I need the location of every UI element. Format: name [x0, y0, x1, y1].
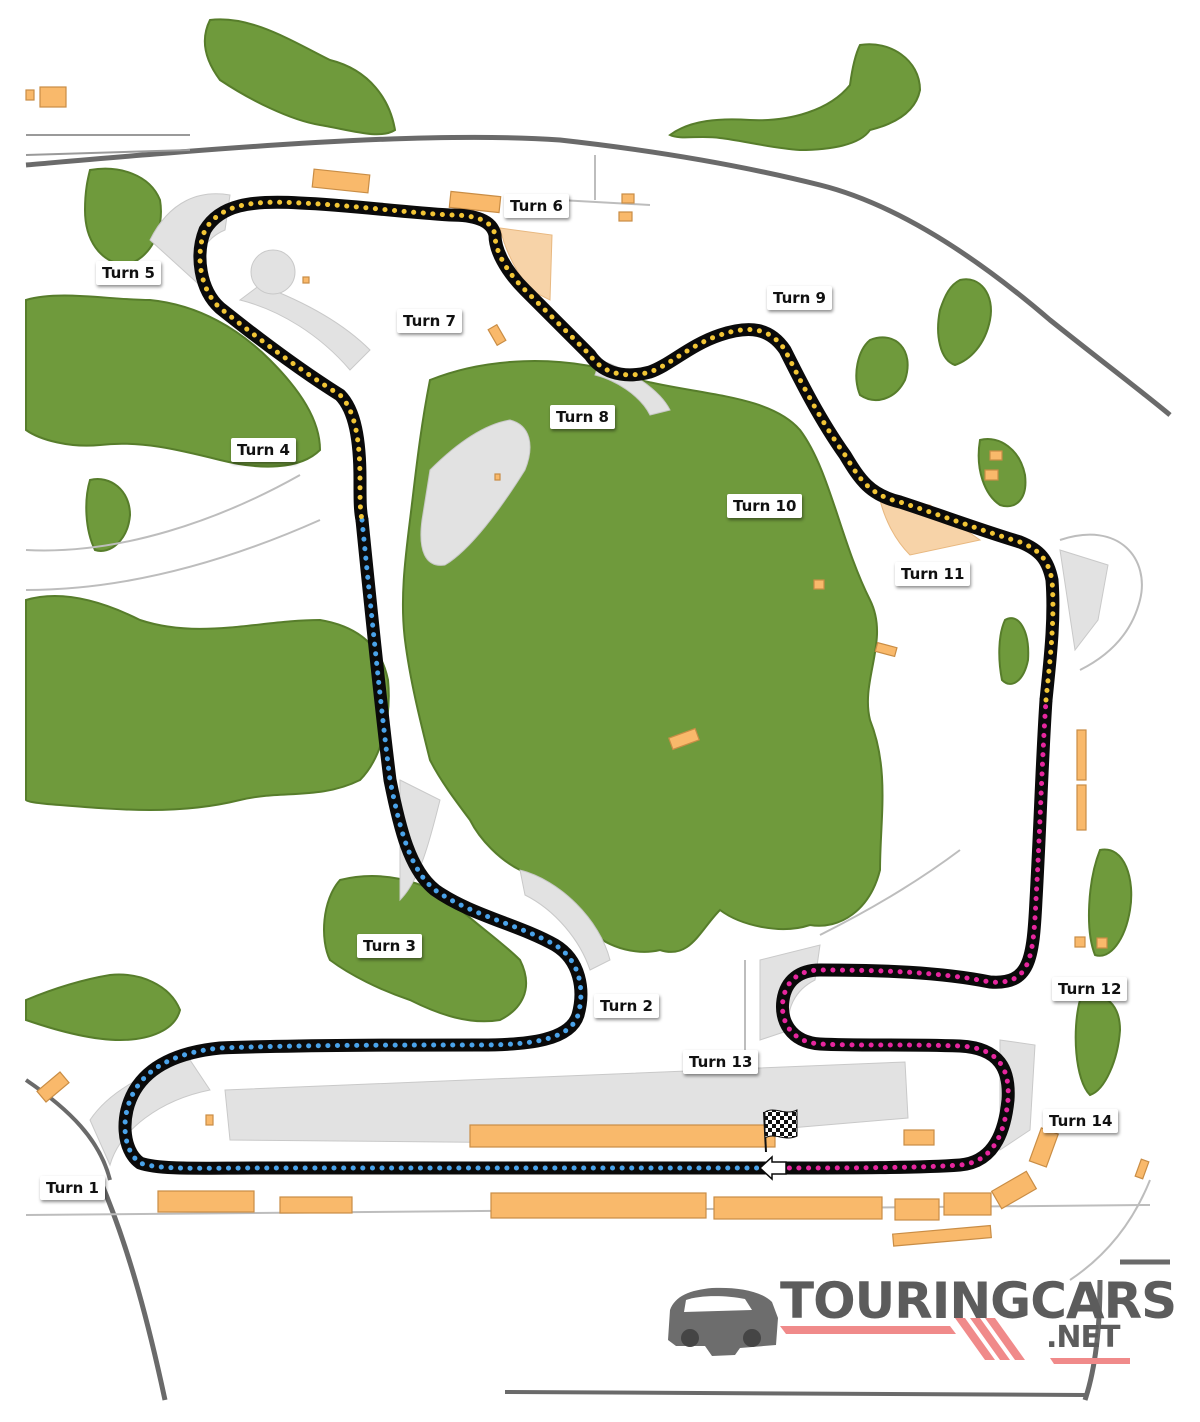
- touringcars-logo: TOURINGCARS .NET: [668, 1268, 1177, 1378]
- car-icon: [668, 1287, 778, 1356]
- turn-9-label: Turn 9: [767, 286, 832, 310]
- direction-arrow-icon: [758, 1155, 787, 1181]
- turn-8-label: Turn 8: [550, 405, 615, 429]
- turn-13-label: Turn 13: [683, 1050, 759, 1074]
- logo-stripes: [780, 1318, 1130, 1364]
- turn-11-label: Turn 11: [895, 562, 971, 586]
- buildings: [25, 86, 1150, 1247]
- logo-wordmark: TOURINGCARS: [780, 1272, 1177, 1330]
- turn-12-label: Turn 12: [1052, 977, 1128, 1001]
- checkered-flag-icon: [763, 1109, 798, 1153]
- turn-5-label: Turn 5: [96, 261, 161, 285]
- turn-3-label: Turn 3: [357, 934, 422, 958]
- turn-10-label: Turn 10: [727, 494, 803, 518]
- turn-6-label: Turn 6: [504, 194, 569, 218]
- runoff-areas: [89, 193, 1109, 1167]
- turn-7-label: Turn 7: [397, 309, 462, 333]
- gravel-traps: [499, 227, 982, 556]
- turn-1-label: Turn 1: [40, 1176, 105, 1200]
- logo-domain: .NET: [1046, 1320, 1120, 1355]
- turn-4-label: Turn 4: [231, 438, 296, 462]
- turn-14-label: Turn 14: [1043, 1109, 1119, 1133]
- turn-2-label: Turn 2: [594, 994, 659, 1018]
